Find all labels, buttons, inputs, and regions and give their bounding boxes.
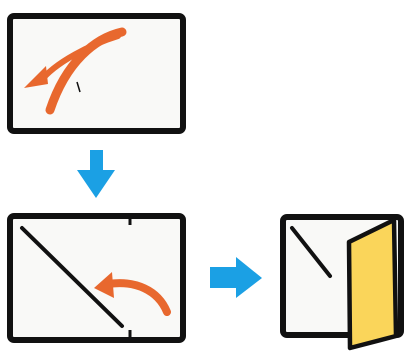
arrow-down-icon (77, 150, 115, 198)
step-2-sheet (10, 216, 183, 340)
arrow-right-icon (210, 257, 262, 298)
step-3 (283, 217, 401, 348)
folded-flap (349, 220, 396, 348)
step-2 (10, 213, 183, 342)
step-1-sheet (10, 16, 183, 131)
step-1 (10, 16, 183, 131)
